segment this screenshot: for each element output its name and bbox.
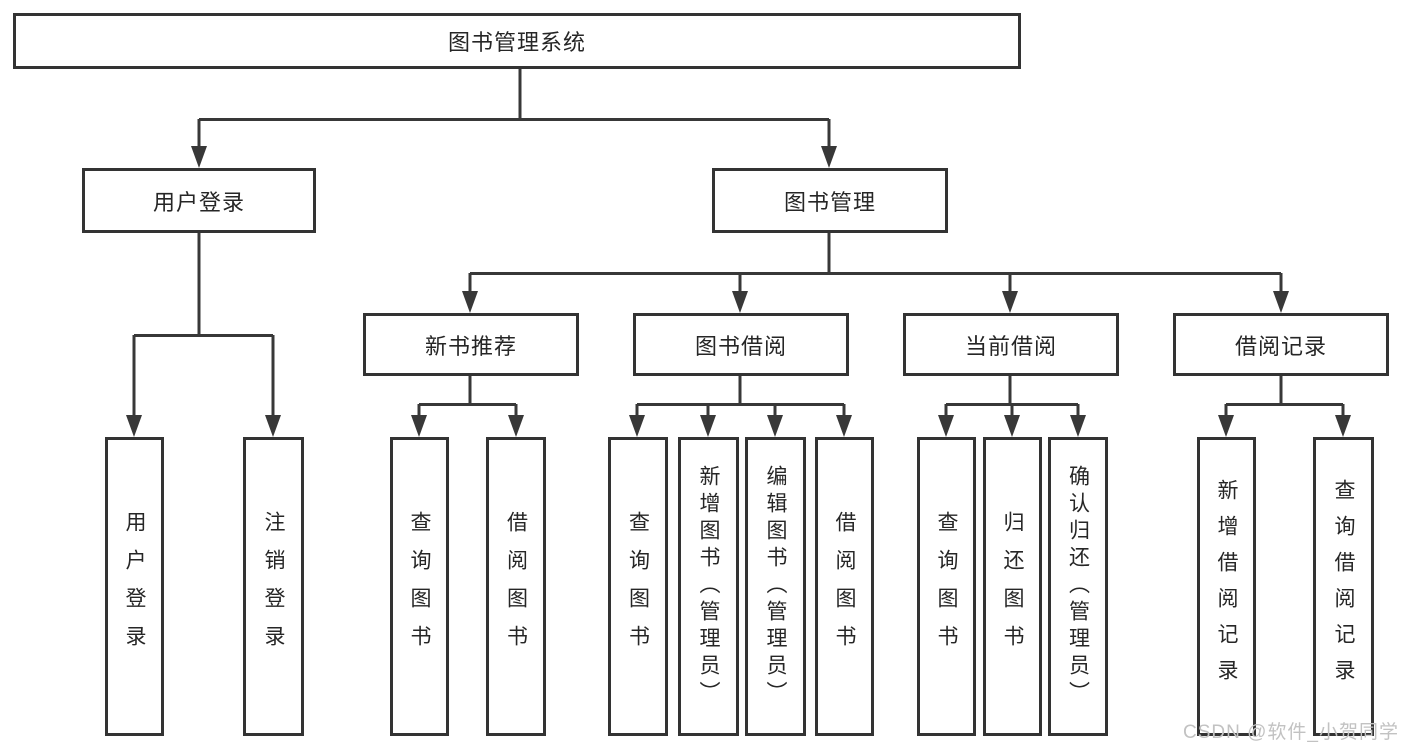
node-leaf-logout-label: 注销登录	[262, 510, 285, 663]
node-leaf-borrow-books-recommend: 借阅图书	[486, 437, 546, 736]
node-leaf-confirm-return-admin-label: 确认归还（管理员）	[1066, 465, 1090, 708]
node-leaf-add-borrow-record: 新增借阅记录	[1197, 437, 1256, 736]
node-leaf-edit-books-admin-label: 编辑图书（管理员）	[764, 465, 787, 708]
node-leaf-query-books-recommend: 查询图书	[390, 437, 449, 736]
node-leaf-borrow-books-label: 借阅图书	[833, 510, 856, 663]
node-leaf-query-borrow-record-label: 查询借阅记录	[1332, 478, 1355, 695]
node-library-management-system: 图书管理系统	[13, 13, 1021, 69]
node-leaf-edit-books-admin: 编辑图书（管理员）	[745, 437, 806, 736]
csdn-watermark: CSDN @软件_小贺同学	[1183, 722, 1399, 743]
node-leaf-query-books-current-label: 查询图书	[935, 510, 958, 663]
node-leaf-borrow-books: 借阅图书	[815, 437, 874, 736]
node-leaf-query-books-borrowing: 查询图书	[608, 437, 668, 736]
node-leaf-add-books-admin-label: 新增图书（管理员）	[697, 465, 720, 708]
node-borrow-records: 借阅记录	[1173, 313, 1389, 376]
node-user-login: 用户登录	[82, 168, 316, 233]
node-leaf-confirm-return-admin: 确认归还（管理员）	[1048, 437, 1108, 736]
node-leaf-user-login-label: 用户登录	[123, 510, 146, 663]
node-leaf-query-books-current: 查询图书	[917, 437, 976, 736]
node-leaf-query-books-recommend-label: 查询图书	[408, 510, 431, 663]
node-leaf-logout: 注销登录	[243, 437, 304, 736]
node-book-borrowing: 图书借阅	[633, 313, 849, 376]
node-leaf-return-books-label: 归还图书	[1001, 510, 1024, 663]
node-leaf-borrow-books-recommend-label: 借阅图书	[504, 510, 528, 663]
node-leaf-query-borrow-record: 查询借阅记录	[1313, 437, 1374, 736]
node-new-book-recommend: 新书推荐	[363, 313, 579, 376]
node-leaf-add-books-admin: 新增图书（管理员）	[678, 437, 739, 736]
node-leaf-add-borrow-record-label: 新增借阅记录	[1215, 478, 1238, 695]
node-current-borrowing: 当前借阅	[903, 313, 1119, 376]
node-leaf-return-books: 归还图书	[983, 437, 1042, 736]
node-book-management: 图书管理	[712, 168, 948, 233]
node-leaf-query-books-borrowing-label: 查询图书	[626, 510, 650, 663]
node-leaf-user-login: 用户登录	[105, 437, 164, 736]
